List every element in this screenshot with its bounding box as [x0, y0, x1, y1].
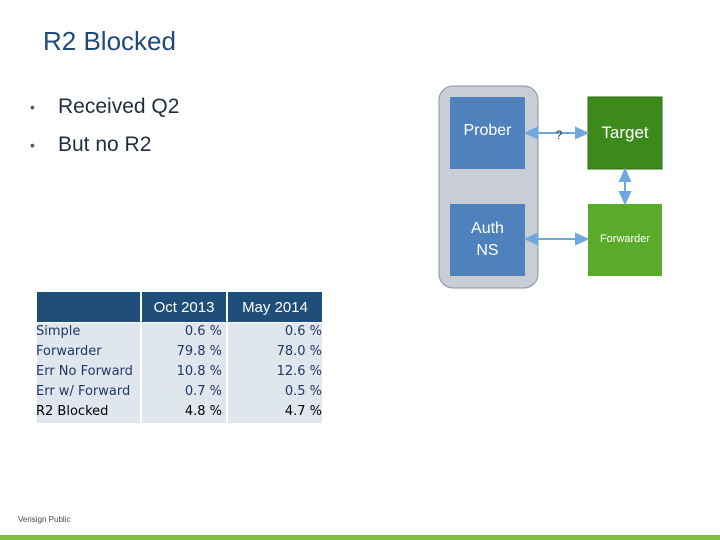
- row-label: Err No Forward: [36, 364, 133, 379]
- may-value: 12.6 %: [276, 364, 322, 379]
- oct-value: 0.7 %: [184, 384, 222, 399]
- prober-target-arrow: [523, 126, 590, 140]
- prober-box: [450, 97, 525, 169]
- target-label: Target: [601, 123, 649, 142]
- bullet-list: • Received Q2 • But no R2: [30, 88, 179, 164]
- table-header-oct-2013: Oct 2013: [142, 292, 226, 322]
- bullet-item: • Received Q2: [30, 88, 179, 126]
- may-value: 0.6 %: [284, 324, 322, 339]
- bottom-accent-bar: [0, 535, 720, 540]
- oct-value: 79.8 %: [176, 344, 222, 359]
- row-label: R2 Blocked: [36, 404, 109, 419]
- may-value: 0.5 %: [284, 384, 322, 399]
- target-box: [587, 96, 663, 170]
- bullet-text: Received Q2: [58, 95, 180, 118]
- auth-ns-box: [450, 204, 525, 276]
- bullet-dot-icon: •: [30, 99, 35, 115]
- auth-label-line1: Auth: [471, 220, 504, 237]
- footer-text: Verisign Public: [18, 515, 71, 524]
- prober-label: Prober: [463, 122, 512, 139]
- question-label: ?: [555, 128, 563, 142]
- may-value: 4.7 %: [284, 404, 322, 419]
- table-header-blank: [37, 292, 140, 322]
- network-diagram: [438, 85, 663, 289]
- forwarder-box: [588, 204, 662, 276]
- auth-label-line2: NS: [476, 242, 499, 259]
- row-label: Err w/ Forward: [36, 384, 131, 399]
- table-may-column: [228, 323, 322, 423]
- table-oct-column: [142, 323, 226, 423]
- oct-value: 4.8 %: [184, 404, 222, 419]
- oct-value: 10.8 %: [176, 364, 222, 379]
- target-forwarder-arrow: [618, 167, 632, 206]
- may-value: 78.0 %: [276, 344, 322, 359]
- bullet-text: But no R2: [58, 133, 152, 156]
- bullet-item: • But no R2: [30, 126, 179, 164]
- table-header-may-2014: May 2014: [228, 292, 322, 322]
- oct-value: 0.6 %: [184, 324, 222, 339]
- auth-forwarder-arrow: [523, 232, 590, 246]
- row-label: Forwarder: [36, 344, 102, 359]
- row-label: Simple: [36, 324, 81, 339]
- table-label-column: [37, 323, 140, 423]
- bullet-dot-icon: •: [30, 137, 35, 153]
- page-title: R2 Blocked: [43, 26, 176, 56]
- forwarder-label: Forwarder: [599, 233, 651, 245]
